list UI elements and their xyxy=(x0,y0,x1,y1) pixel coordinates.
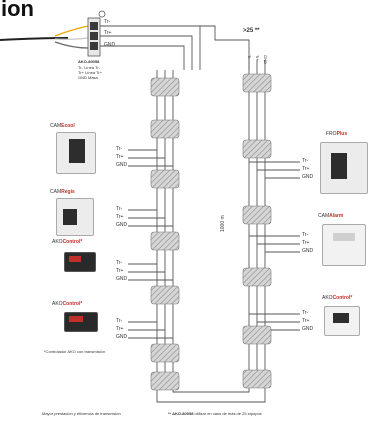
right-device-2-terminal-2: GND xyxy=(302,326,314,332)
footnote-bottom-right: ** AKO-80058 utilizar en caso de más de … xyxy=(168,411,262,416)
converter-legend-3: GND Masa xyxy=(78,75,98,80)
right-device-0-terminal-1: Tr+ xyxy=(302,166,310,172)
left-ferrite-1 xyxy=(150,119,180,139)
return-loop-outer xyxy=(156,380,266,403)
left-ferrite-4 xyxy=(150,285,180,305)
left-device-1-terminal-1: Tr+ xyxy=(116,214,124,220)
left-ferrite-3 xyxy=(150,231,180,251)
right-ferrite-1 xyxy=(242,139,272,159)
conv-to-right-tr-minus xyxy=(100,25,250,70)
left-device-3-terminal-0: Tr- xyxy=(116,318,123,324)
converter-legend-1: Tr- Línea Tr- xyxy=(78,65,101,70)
device-right-3-image xyxy=(324,306,360,336)
right-ferrite-3 xyxy=(242,267,272,287)
page-heading: ion xyxy=(1,0,34,21)
left-ferrite-2 xyxy=(150,169,180,189)
left-device-2-terminal-1: Tr+ xyxy=(116,268,124,274)
device-left-2-image xyxy=(56,198,94,236)
converter-model: AKO-80058 xyxy=(78,59,100,64)
right-bus-terminal-tr-plus: Tr+ xyxy=(255,55,260,61)
footnote-controller: *Controlador AKO con transmisión xyxy=(44,349,105,354)
device-right-3-name: AKOControl* xyxy=(322,295,353,301)
right-device-0-terminal-2: GND xyxy=(302,174,314,180)
left-device-2-terminal-2: GND xyxy=(116,276,128,282)
left-device-0-terminal-0: Tr- xyxy=(116,146,123,152)
right-ferrite-5 xyxy=(242,369,272,389)
converter-terminal-tr-plus: Tr+ xyxy=(104,30,112,36)
left-ferrite-6 xyxy=(150,371,180,391)
right-ferrite-2 xyxy=(242,205,272,225)
conv-to-bus-tr-minus xyxy=(100,25,201,70)
device-right-1-name: FROPlus xyxy=(326,131,348,137)
converter-terminal-tr-minus: Tr- xyxy=(104,19,111,25)
left-device-3-terminal-2: GND xyxy=(116,334,128,340)
device-left-3-name: AKOControl* xyxy=(52,239,83,245)
device-left-1-image xyxy=(56,132,96,174)
right-device-1-terminal-2: GND xyxy=(302,248,314,254)
left-device-2-terminal-0: Tr- xyxy=(116,260,123,266)
device-left-1-name: CAMEcool xyxy=(50,123,75,129)
cable-length-label: 1000 m xyxy=(220,215,226,232)
left-device-1-terminal-2: GND xyxy=(116,222,128,228)
left-device-0-terminal-2: GND xyxy=(116,162,128,168)
device-right-2-image xyxy=(322,224,366,266)
right-ferrite-0 xyxy=(242,73,272,93)
converter-drawing xyxy=(0,10,106,57)
right-bus-terminal-tr-minus: Tr- xyxy=(247,55,252,60)
device-left-4-name: AKOControl* xyxy=(52,301,83,307)
ferrite-cores xyxy=(150,73,272,391)
footnote-bottom-left: Mayor prestación y eficiencia de transmi… xyxy=(42,411,121,416)
return-loop-inner xyxy=(172,380,250,393)
conv-to-bus-tr-plus xyxy=(100,35,193,70)
left-ferrite-0 xyxy=(150,77,180,97)
right-ferrite-4 xyxy=(242,325,272,345)
left-ferrite-5 xyxy=(150,343,180,363)
left-device-1-terminal-0: Tr- xyxy=(116,206,123,212)
converter-terminal-gnd: GND xyxy=(104,42,116,48)
device-right-2-name: CAMAlarm xyxy=(318,213,344,219)
device-right-1-image xyxy=(320,142,368,194)
left-device-3-terminal-1: Tr+ xyxy=(116,326,124,332)
device-left-3-image xyxy=(64,252,96,272)
device-left-2-name: CAMRegis xyxy=(50,189,75,195)
right-device-1-terminal-0: Tr- xyxy=(302,232,309,238)
converter-legend-2: Tr+ Línea Tr+ xyxy=(78,70,103,75)
device-left-4-image xyxy=(64,312,98,332)
right-device-1-terminal-1: Tr+ xyxy=(302,240,310,246)
right-device-2-terminal-1: Tr+ xyxy=(302,318,310,324)
conv-to-bus-gnd xyxy=(100,45,185,70)
right-bus-terminal-gnd: GND xyxy=(263,55,268,64)
left-device-0-terminal-1: Tr+ xyxy=(116,154,124,160)
right-device-2-terminal-0: Tr- xyxy=(302,310,309,316)
right-bus-label: >25 ** xyxy=(243,28,260,34)
right-device-0-terminal-0: Tr- xyxy=(302,158,309,164)
